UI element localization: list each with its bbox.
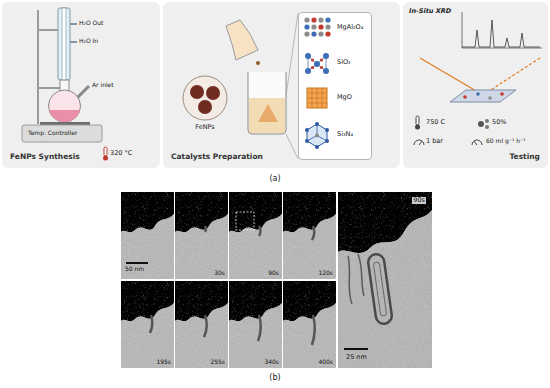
time-stamp: 195s [156,359,171,366]
scale-label: 50 nm [125,266,144,273]
condition-label: 60 ml g⁻¹ h⁻¹ [486,138,526,145]
tem-image [283,281,336,368]
condition-label: 750 C [426,119,445,126]
support-box: MgAl₂O₄ SiO₂ MgO Si₃N₄ [298,12,372,160]
time-stamp: 120s [318,270,333,277]
process-panel: Testing [403,2,548,168]
process-panel: Catalysts Preparation MgAl₂O₄ SiO₂ MgO Si₃N₄ [163,2,400,168]
tem-frame: 255s [175,281,228,368]
time-stamp: 90s [412,197,426,204]
panel-heading: FeNPs Synthesis [10,153,80,162]
tem-image [283,192,336,279]
tem-frame: 30s [175,192,228,279]
panel-letter: (b) [269,373,280,382]
panel-heading: Testing [509,153,540,162]
support-label: MgO [337,94,352,101]
time-stamp: 90s [268,270,279,277]
time-stamp: 255s [210,359,225,366]
tem-image [338,192,432,368]
support-label: SiO₂ [337,59,351,66]
method-label: In-Situ XRD [409,8,451,15]
support-label: Si₃N₄ [337,131,353,138]
tem-image [121,281,174,368]
condition-label: 1 bar [426,138,443,145]
support-label: MgAl₂O₄ [337,24,363,31]
apparatus-label: Temp. Controller [28,130,77,137]
time-stamp: 340s [264,359,279,366]
tem-frame: 90s [229,192,282,279]
tem-frame: 400s [283,281,336,368]
condition-label: 50% [492,119,506,126]
temperature-label: 320 °C [110,150,132,157]
tem-image [229,192,282,279]
tem-image [121,192,174,279]
tem-image [175,192,228,279]
tem-frame: 195s [121,281,174,368]
tem-frame: 120s [283,192,336,279]
particle-label: FeNPs [195,124,214,131]
apparatus-label: Ar inlet [92,82,114,89]
scale-label: 25 nm [346,354,367,361]
tem-image [338,192,432,368]
panel-letter: (a) [269,174,280,183]
tem-image [175,281,228,368]
process-panel: FeNPs Synthesis [2,2,160,168]
apparatus-label: H₂O Out [79,20,103,27]
tem-image [229,281,282,368]
tem-image [121,192,336,368]
tem-frame: 50 nm [121,192,174,279]
panel-heading: Catalysts Preparation [171,153,263,162]
time-stamp: 400s [318,359,333,366]
tem-frame: 340s [229,281,282,368]
apparatus-label: H₂O In [79,38,98,45]
tem-frame: 90s 25 nm [338,192,432,368]
time-stamp: 30s [214,270,225,277]
